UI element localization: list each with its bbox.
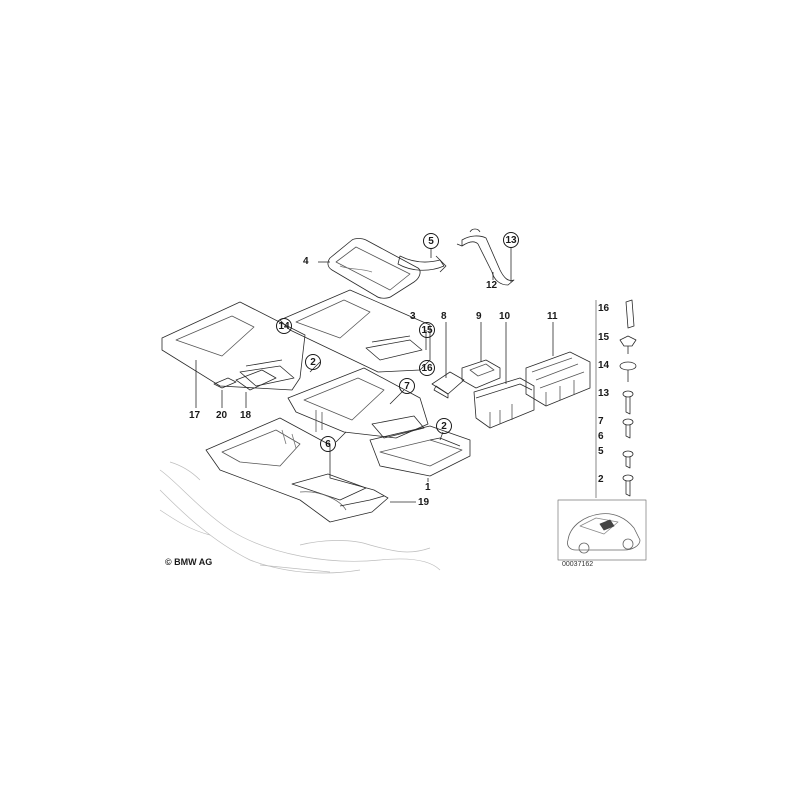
clip-icon [625, 299, 635, 329]
callout-18: 18 [240, 410, 252, 421]
callout-13: 13 [503, 232, 519, 248]
callout-16: 16 [419, 360, 435, 376]
part-7-middle-frame [287, 367, 429, 439]
copyright-text: © BMW AG [165, 557, 213, 567]
callout-11: 11 [547, 311, 558, 322]
legend-16: 16 [598, 303, 610, 314]
legend-6: 6 [598, 431, 604, 442]
callout-14: 14 [276, 318, 292, 334]
part-17-left-trim [161, 301, 306, 391]
part-10-storage-box [473, 377, 535, 429]
callout-1: 1 [425, 482, 431, 493]
part-11-holder [525, 351, 591, 407]
leader-6 [335, 431, 347, 443]
part-9-switch [461, 359, 501, 389]
legend-14: 14 [598, 360, 610, 371]
part-12-bracket [456, 228, 515, 286]
legend-7: 7 [598, 416, 604, 427]
callout-8: 8 [441, 311, 447, 322]
legend-2: 2 [598, 474, 604, 485]
part-1-middle-tray [369, 425, 471, 477]
screw-icon [622, 390, 634, 398]
part-4-shift-surround [327, 238, 421, 299]
screw-icon-4 [622, 474, 634, 482]
part-20-plug [213, 377, 237, 389]
callout-3: 3 [410, 311, 416, 322]
floor-outline-sketch [159, 461, 441, 574]
callout-4: 4 [303, 256, 309, 267]
part-19-lower-base [205, 417, 389, 523]
callout-7: 7 [399, 378, 415, 394]
drawing-number: 00037162 [562, 561, 594, 568]
callout-15: 15 [419, 322, 435, 338]
vehicle-thumbnail [557, 499, 647, 561]
callout-10: 10 [499, 311, 511, 322]
part-8-lid [431, 371, 465, 399]
callout-17: 17 [189, 410, 201, 421]
screw-icon-3 [622, 450, 634, 458]
hardware-icons [619, 299, 637, 497]
part-5-bracket [397, 255, 447, 273]
callout-2-lower: 2 [436, 418, 452, 434]
callout-20: 20 [216, 410, 228, 421]
callout-2-upper: 2 [305, 354, 321, 370]
highlight-area [599, 519, 615, 531]
callout-12: 12 [486, 280, 498, 291]
callout-5: 5 [423, 233, 439, 249]
part-18-insert [235, 369, 277, 391]
screw-icon-2 [622, 418, 634, 426]
legend-13: 13 [598, 388, 610, 399]
rivet-icon [619, 361, 637, 371]
push-nut-icon [619, 335, 637, 347]
callout-9: 9 [476, 311, 482, 322]
callout-19: 19 [418, 497, 430, 508]
callout-6: 6 [320, 436, 336, 452]
legend-15: 15 [598, 332, 610, 343]
legend-5: 5 [598, 446, 604, 457]
